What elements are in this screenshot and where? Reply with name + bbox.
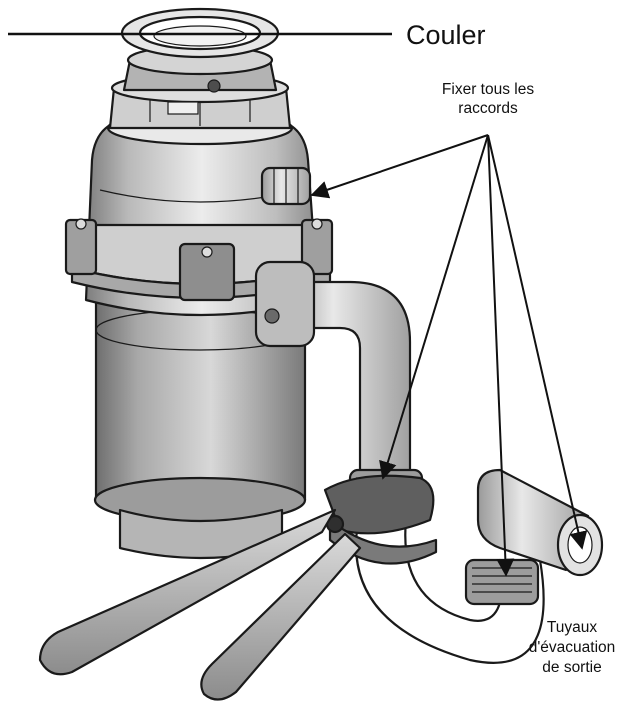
arrow-to-inlet: [312, 135, 488, 195]
drain-label-line-3: de sortie: [542, 659, 601, 676]
drain-label-line-1: Tuyaux: [547, 619, 598, 636]
tighten-label-line-2: raccords: [458, 100, 518, 117]
tighten-label-line-1: Fixer tous les: [442, 81, 534, 98]
sink-flange: [110, 9, 290, 128]
slip-nut-trap: [466, 560, 538, 604]
pour-label: Couler: [406, 20, 486, 50]
dishwasher-inlet: [262, 168, 310, 204]
drain-label-line-2: d'évacuation: [529, 639, 616, 656]
